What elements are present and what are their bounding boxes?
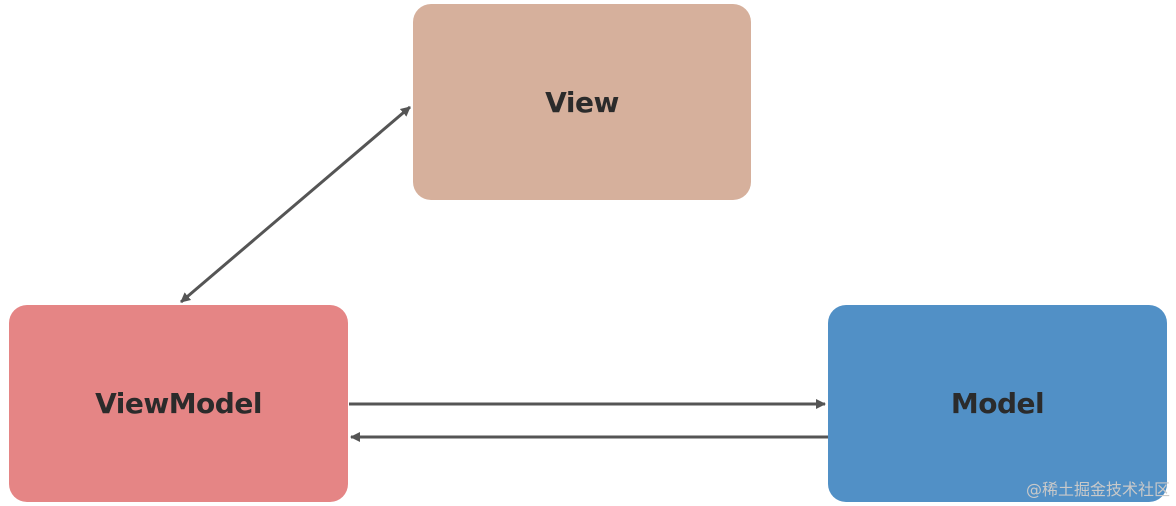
viewmodel-node: ViewModel	[9, 305, 348, 502]
model-node: Model	[828, 305, 1167, 502]
view-node: View	[413, 4, 751, 200]
edge-viewmodel-view	[180, 105, 411, 304]
model-node-label: Model	[950, 387, 1045, 420]
viewmodel-node-label: ViewModel	[95, 387, 262, 420]
view-node-label: View	[545, 85, 619, 119]
watermark: @稀土掘金技术社区	[1025, 480, 1170, 499]
